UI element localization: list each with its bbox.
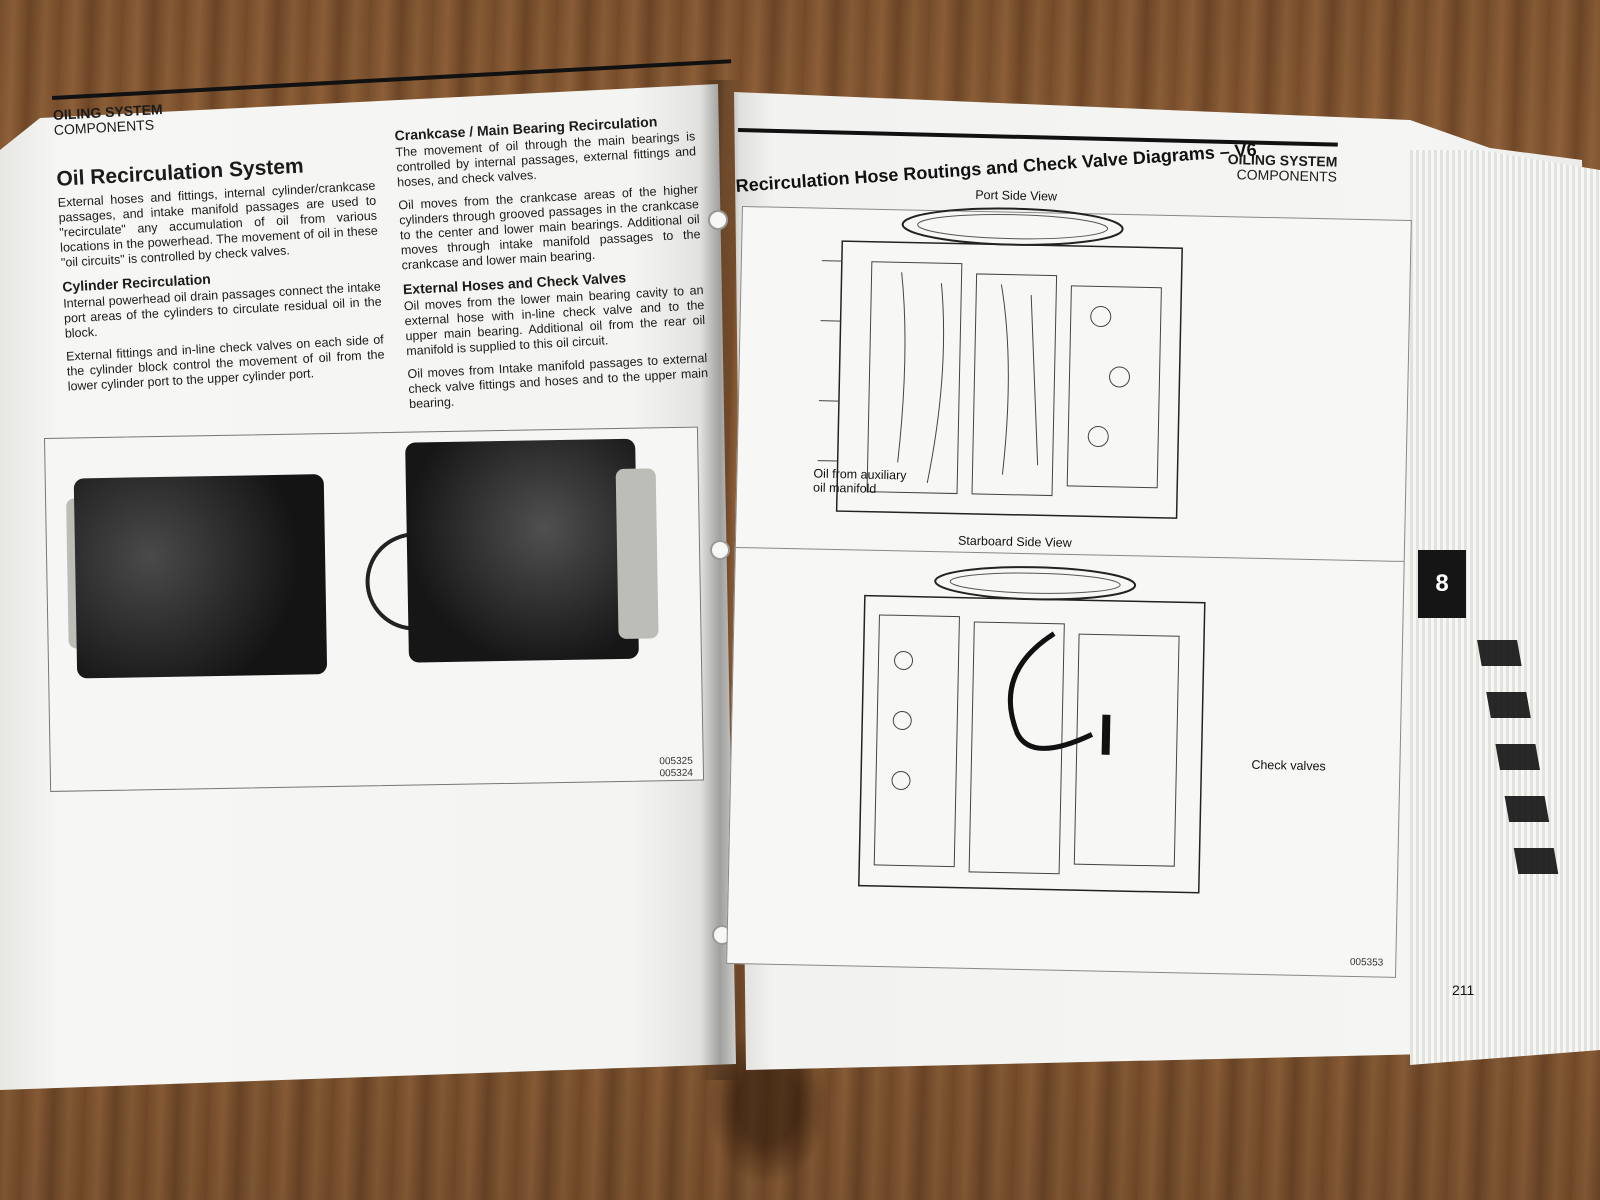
- external-hoses-paragraph-2: Oil moves from Intake manifold passages …: [407, 350, 709, 412]
- figure-id: 005325: [659, 755, 693, 768]
- cylinder-paragraph-2: External fittings and in-line check valv…: [65, 332, 385, 394]
- crankcase-paragraph-2: Oil moves from the crankcase areas of th…: [398, 182, 701, 273]
- check-valves-callout: Check valves: [1251, 757, 1326, 774]
- figure-ids: 005325 005324: [659, 756, 693, 781]
- starboard-side-line-drawing: [858, 566, 1206, 894]
- binding-ring: [710, 540, 730, 560]
- hose-routing-diagram: Port Side View Oil from auxiliary oil ma…: [726, 188, 1412, 978]
- engine-photo-figure: 005325 005324: [44, 426, 705, 792]
- engine-photo-port: [73, 474, 328, 679]
- figure-id: 005353: [1349, 956, 1384, 969]
- intro-paragraph: External hoses and fittings, internal cy…: [57, 178, 379, 270]
- engine-manifold: [615, 468, 659, 640]
- page-number: 211: [1452, 982, 1475, 998]
- aux-manifold-callout: Oil from auxiliary oil manifold: [813, 467, 907, 497]
- engine-photo-starboard: [405, 438, 639, 663]
- left-page-text: OILING SYSTEM COMPONENTS Oil Recirculati…: [52, 59, 750, 438]
- port-view-label: Port Side View: [975, 187, 1058, 204]
- port-side-line-drawing: [817, 207, 1183, 519]
- callout-line: oil manifold: [812, 480, 877, 496]
- starboard-view-label: Starboard Side View: [957, 533, 1072, 550]
- figure-id: 005324: [659, 767, 694, 780]
- chapter-tab: 8: [1418, 550, 1466, 618]
- binding-ring: [708, 210, 728, 230]
